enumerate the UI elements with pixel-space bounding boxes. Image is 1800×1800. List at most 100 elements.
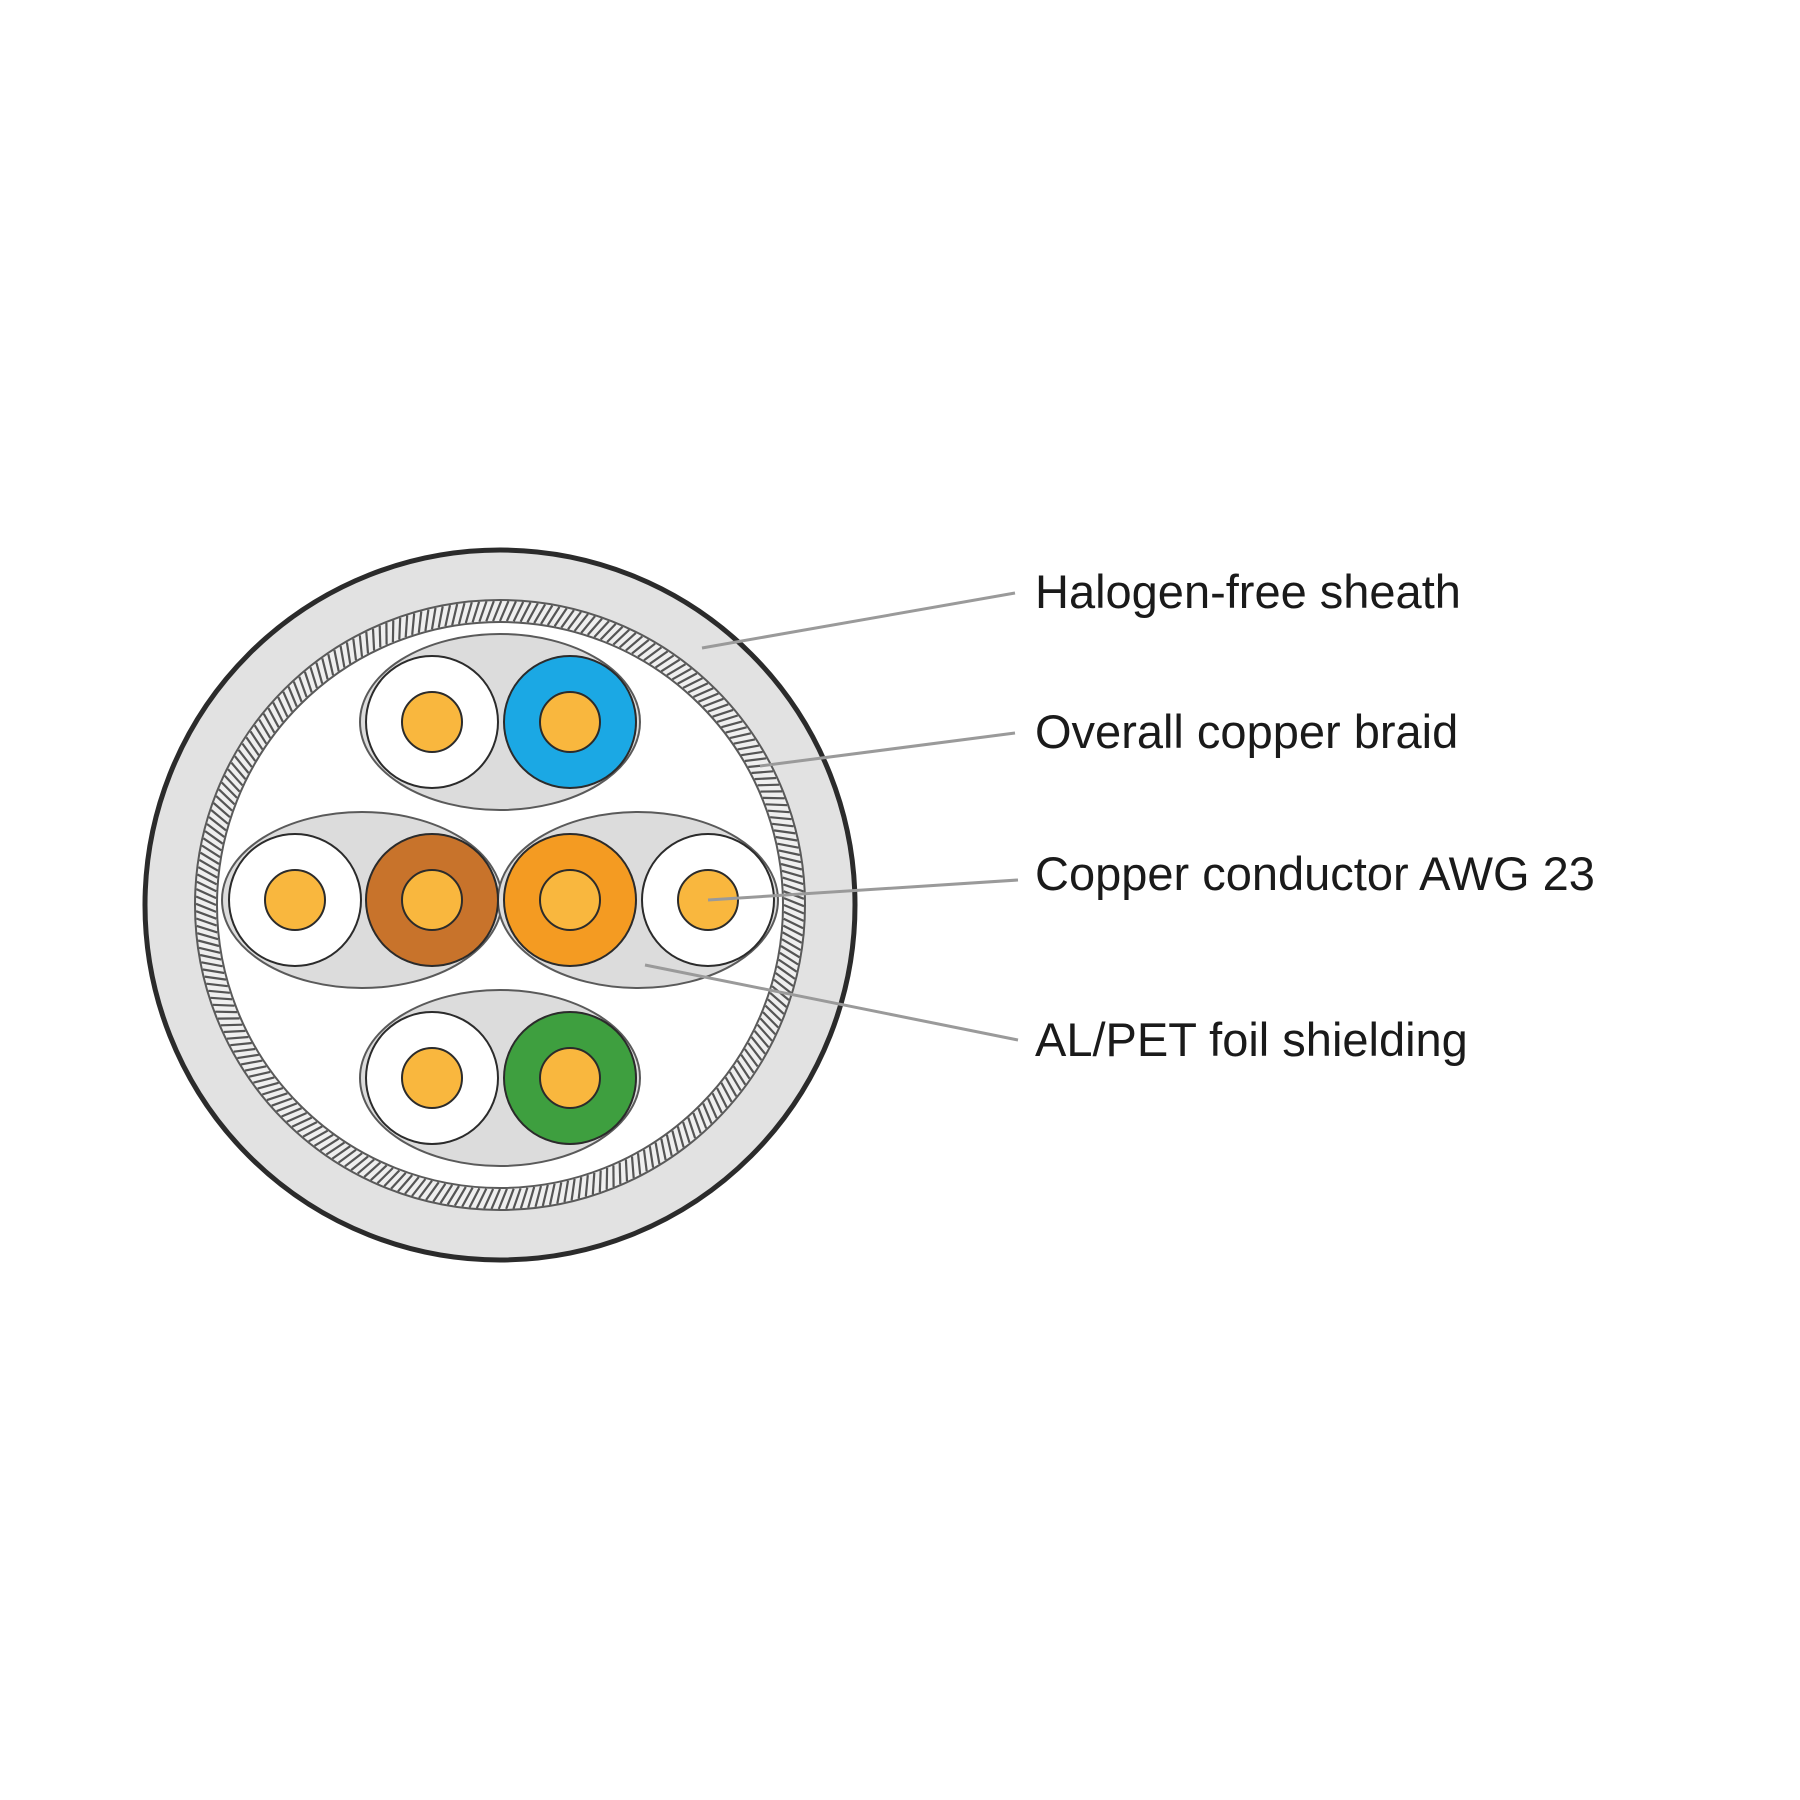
braid-strand [682, 677, 703, 689]
conductor [539, 691, 601, 753]
braid-strand [370, 1164, 388, 1182]
braid-strand [573, 613, 589, 632]
braid-strand [291, 1116, 313, 1128]
braid-strand [202, 968, 225, 975]
braid-strand [764, 1004, 782, 1022]
label-sheath: Halogen-free sheath [1035, 565, 1461, 618]
conductor [401, 691, 463, 753]
braid-strand [740, 1054, 755, 1074]
braid-strand [390, 1172, 407, 1190]
braid-strand [744, 757, 767, 763]
pair-orange [503, 833, 775, 967]
braid-strand [782, 931, 803, 944]
braid-strand [556, 1182, 563, 1204]
braid-strand [505, 1188, 515, 1210]
braid-strand [439, 1184, 454, 1204]
braid-strand [687, 1117, 697, 1139]
braid-strand [702, 697, 724, 708]
braid-strand [418, 1180, 433, 1199]
label-foil: AL/PET foil shielding [1035, 1013, 1468, 1066]
braid-strand [781, 938, 802, 952]
braid-strand [331, 1145, 351, 1160]
braid-strand [630, 1156, 635, 1179]
braid-strand [411, 613, 416, 636]
braid-strand [358, 635, 364, 657]
braid-strand [540, 604, 554, 625]
braid-strand [725, 726, 747, 734]
braid-strand [759, 1017, 777, 1035]
braid-strand [206, 982, 229, 988]
braid-strand [262, 713, 276, 734]
braid-strand [702, 1102, 713, 1124]
braid-strand [720, 1082, 733, 1103]
braid-strand [706, 1097, 718, 1119]
braid-strand [333, 649, 340, 672]
braid-strand [195, 917, 218, 927]
braid-strand [212, 1003, 235, 1007]
braid-strand [475, 1188, 488, 1209]
braid-strand [365, 631, 370, 654]
braid-strand [204, 975, 227, 981]
braid-strand [302, 1125, 323, 1138]
braid-strand [297, 1121, 318, 1133]
braid-strand [591, 1172, 596, 1195]
braid-strand [642, 1149, 648, 1172]
braid-strand [261, 1087, 284, 1096]
braid-strand [313, 1133, 334, 1147]
braid-strand [308, 1129, 329, 1143]
braid-strand [618, 1162, 622, 1185]
pair-brown [228, 833, 499, 967]
braid-strand [195, 902, 217, 913]
braid-strand [649, 650, 669, 665]
braid-strand [577, 1176, 583, 1199]
braid-strand [541, 1184, 549, 1207]
braid-strand [612, 628, 630, 646]
braid-strand [519, 1187, 529, 1209]
braid-strand [767, 998, 785, 1015]
braid-strand [383, 1169, 401, 1187]
braid-strand [223, 775, 241, 793]
braid-strand [397, 1174, 414, 1193]
braid-strand [234, 755, 250, 774]
braid-strand [778, 849, 801, 857]
braid-strand [437, 606, 444, 628]
braid-strand [660, 1138, 667, 1161]
braid-strand [196, 932, 219, 941]
braid-strand [631, 639, 650, 655]
braid-strand [593, 620, 610, 638]
braid-strand [751, 770, 774, 775]
braid-strand [233, 1047, 256, 1053]
braid-strand [780, 862, 803, 871]
braid-strand [654, 1142, 661, 1165]
braid-strand [707, 703, 729, 713]
braid-strand [350, 1155, 369, 1171]
braid-strand [757, 783, 780, 787]
braid-strand [526, 602, 539, 623]
braid-strand [210, 996, 233, 1001]
braid-strand [237, 749, 253, 768]
braid-strand [783, 910, 805, 922]
braid-strand [198, 858, 219, 872]
braid-strand [210, 809, 229, 825]
pair-blue [365, 655, 637, 789]
braid-strand [637, 642, 656, 658]
braid-strand [453, 1186, 467, 1207]
braid-strand [468, 1187, 481, 1209]
braid-strand [580, 615, 596, 634]
braid-strand [765, 803, 788, 807]
braid-strand [762, 1011, 779, 1029]
braid-strand [534, 1185, 543, 1208]
braid-strand [258, 718, 272, 739]
braid-strand [371, 628, 376, 651]
braid-strand [212, 802, 231, 819]
braid-strand [272, 702, 284, 723]
braid-strand [767, 809, 790, 814]
braid-strand [198, 946, 221, 954]
braid-strand [779, 951, 799, 966]
braid-strand [201, 844, 221, 859]
braid-strand [563, 1180, 570, 1203]
braid-strand [747, 1042, 763, 1061]
braid-strand [773, 829, 796, 835]
braid-strand [281, 1107, 303, 1118]
braid-strand [697, 692, 719, 703]
